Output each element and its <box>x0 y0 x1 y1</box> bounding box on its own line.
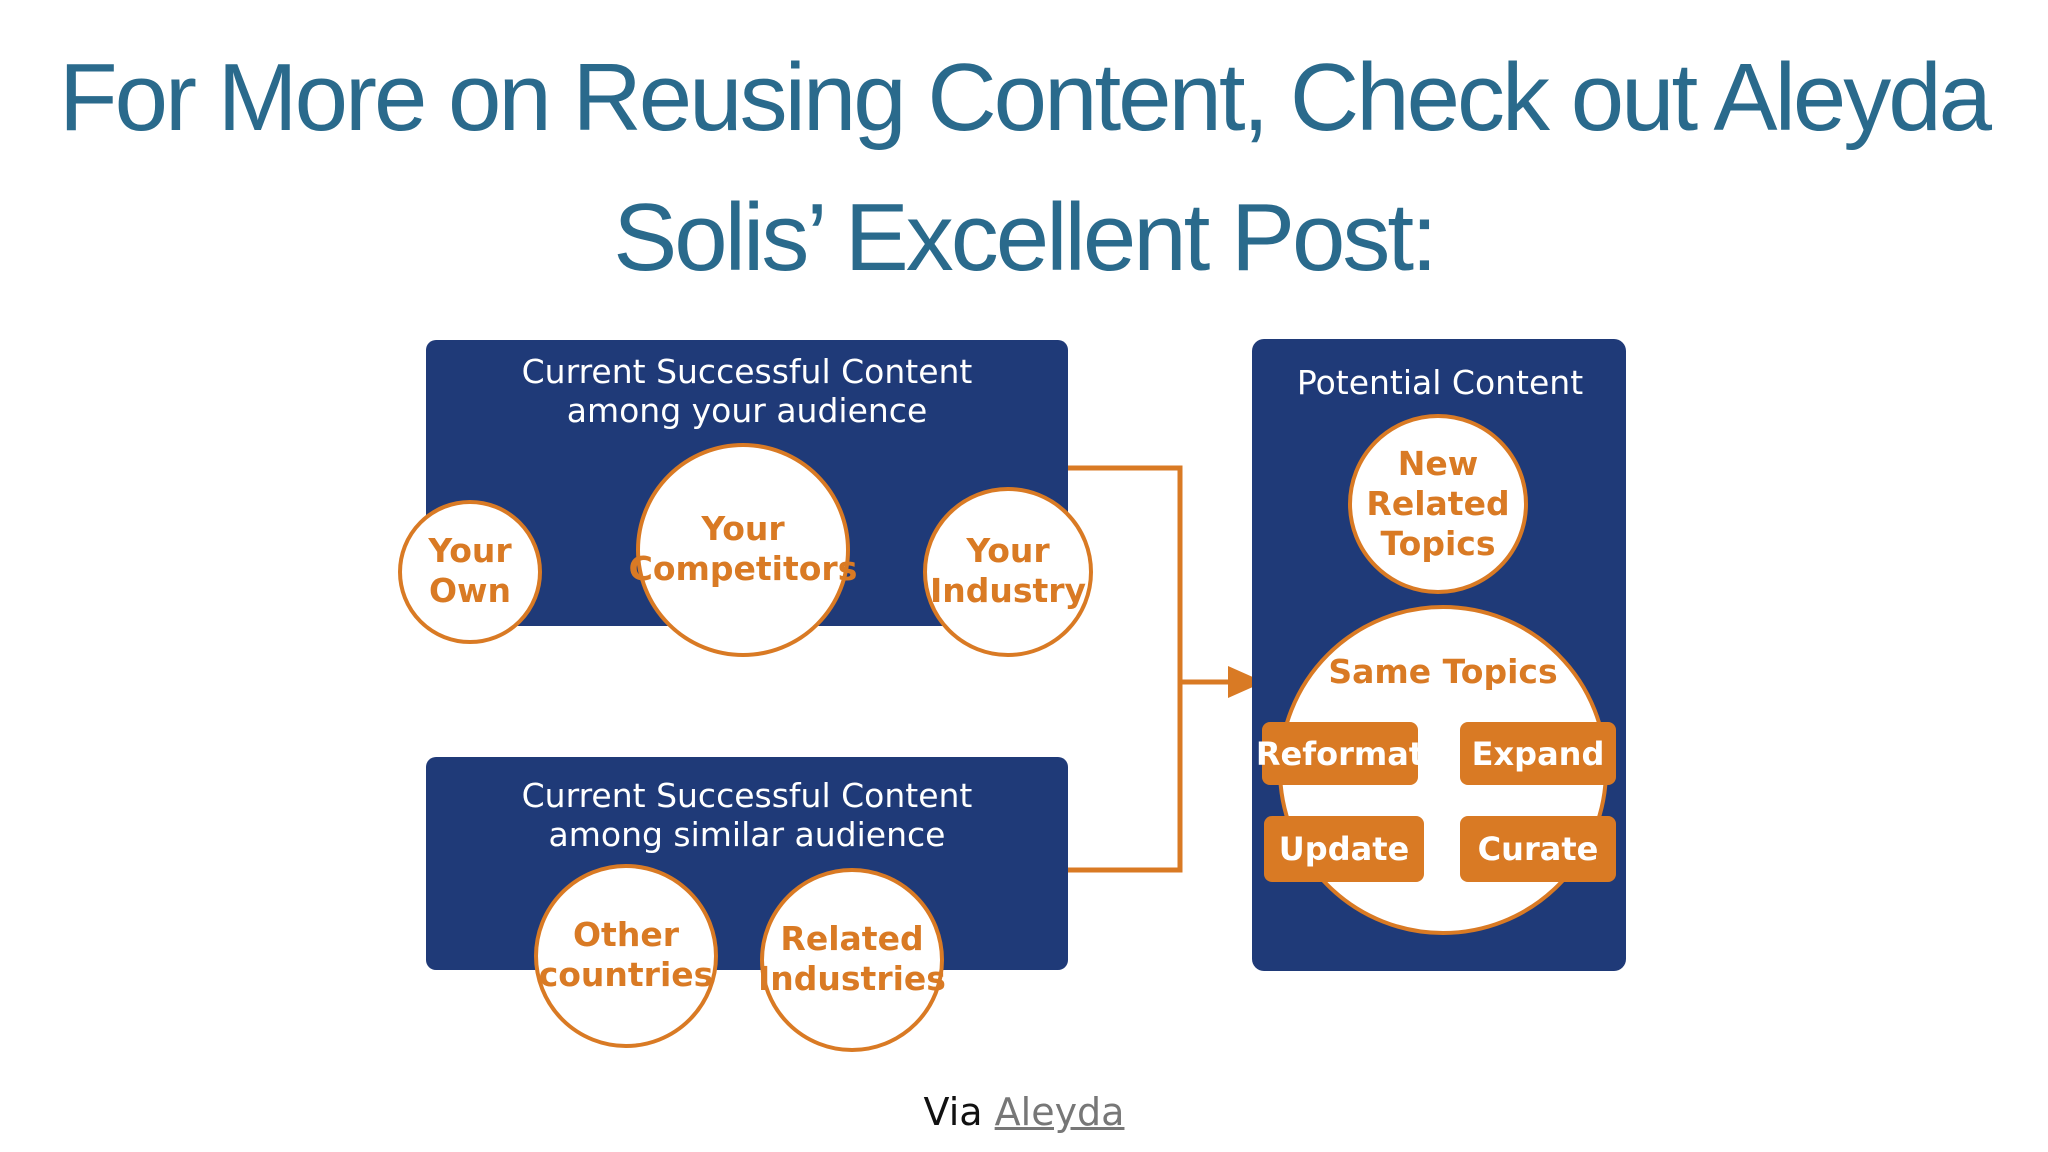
circle-label-line-1: Other <box>573 915 680 954</box>
pill-shape <box>1460 722 1616 785</box>
pill-shape <box>1264 816 1424 882</box>
connector-top <box>1068 465 1183 682</box>
circle-label-line-2: countries <box>539 955 714 994</box>
circle-new-related-topics: New Related Topics <box>1348 414 1528 594</box>
pill-label: Reformat <box>1256 735 1424 773</box>
box-current-similar-audience: Current Successful Content among similar… <box>426 757 1068 1052</box>
circle-shape <box>760 868 944 1052</box>
circle-related-industries: Related Industries <box>758 868 946 1052</box>
box-heading: Potential Content <box>1297 363 1583 402</box>
circle-label-line-2: Industry <box>930 571 1086 610</box>
circle-label-line-2: Industries <box>758 959 946 998</box>
box-heading-line-2: among similar audience <box>549 815 946 854</box>
circle-shape <box>636 443 850 657</box>
action-curate: Curate <box>1460 816 1616 882</box>
circle-label-line-2: Own <box>429 571 511 610</box>
circle-label-line-1: Your <box>965 531 1050 570</box>
slide-title-line-2: Solis’ Excellent Post: <box>613 184 1437 291</box>
circle-label-line-1: Related <box>780 919 923 958</box>
circle-your-industry: Your Industry <box>923 487 1093 657</box>
arrow-head-icon <box>1228 666 1264 698</box>
box-heading-line-1: Current Successful Content <box>522 776 973 815</box>
box-current-your-audience: Current Successful Content among your au… <box>398 340 1093 657</box>
credit-link[interactable]: Aleyda <box>994 1090 1125 1134</box>
circle-shape <box>1348 414 1528 594</box>
circle-label-line-3: Topics <box>1381 524 1496 563</box>
action-expand: Expand <box>1460 722 1616 785</box>
image-credit: Via Aleyda <box>0 1090 2048 1134</box>
pill-shape <box>1262 722 1418 785</box>
circle-your-competitors: Your Competitors <box>629 443 858 657</box>
circle-label-line-1: Your <box>700 509 785 548</box>
circle-shape <box>923 487 1093 657</box>
circle-your-own: Your Own <box>398 500 542 644</box>
box-heading-line-2: among your audience <box>567 391 928 430</box>
circle-shape <box>534 864 718 1048</box>
circle-label-line-1: New <box>1398 444 1479 483</box>
same-topics-label: Same Topics <box>1328 652 1557 691</box>
circle-shape <box>398 500 542 644</box>
pill-label: Update <box>1279 830 1409 868</box>
pill-label: Expand <box>1472 735 1605 773</box>
credit-prefix: Via <box>923 1090 983 1134</box>
slide-title-line-1: For More on Reusing Content, Check out A… <box>58 44 1992 151</box>
connector-bottom <box>1068 682 1183 873</box>
pill-shape <box>1460 816 1616 882</box>
slide-title: For More on Reusing Content, Check out A… <box>40 28 2008 308</box>
pill-label: Curate <box>1478 830 1599 868</box>
connector-lines <box>1068 465 1232 873</box>
box-potential-content: Potential Content New Related Topics Sam… <box>1252 339 1626 971</box>
action-update: Update <box>1264 816 1424 882</box>
action-reformat: Reformat <box>1256 722 1424 785</box>
circle-other-countries: Other countries <box>534 864 718 1048</box>
box-heading-line-1: Current Successful Content <box>522 352 973 391</box>
circle-label-line-1: Your <box>427 531 512 570</box>
circle-label-line-2: Related <box>1366 484 1509 523</box>
circle-label-line-2: Competitors <box>629 549 858 588</box>
